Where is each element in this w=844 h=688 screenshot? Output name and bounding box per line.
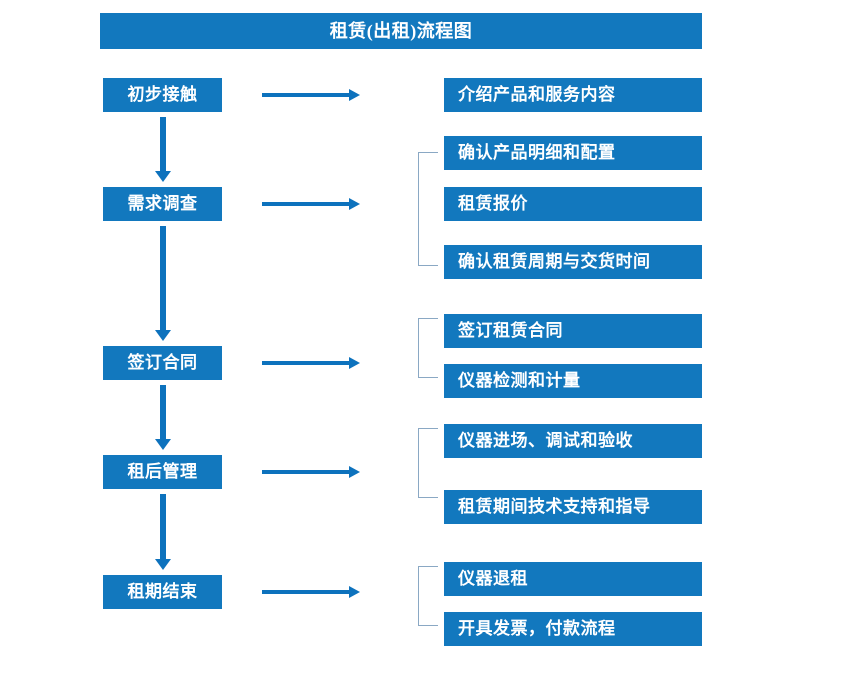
- stage-box-5[interactable]: 租期结束: [103, 575, 222, 609]
- chart-title: 租赁(出租)流程图: [100, 13, 702, 49]
- right-arrow-icon-5: [262, 586, 360, 598]
- stage-box-3[interactable]: 签订合同: [103, 346, 222, 380]
- detail-box-5[interactable]: 签订租赁合同: [444, 314, 702, 348]
- right-arrow-icon-2: [262, 198, 360, 210]
- group-bracket-3: [418, 318, 438, 378]
- down-arrow-icon-2: [155, 226, 171, 341]
- stage-box-2[interactable]: 需求调查: [103, 187, 222, 221]
- right-arrow-icon-1: [262, 89, 360, 101]
- down-arrow-icon-3: [155, 385, 171, 450]
- down-arrow-icon-4: [155, 494, 171, 570]
- stage-box-1[interactable]: 初步接触: [103, 78, 222, 112]
- detail-box-6[interactable]: 仪器检测和计量: [444, 364, 702, 398]
- right-arrow-icon-4: [262, 466, 360, 478]
- stage-box-4[interactable]: 租后管理: [103, 455, 222, 489]
- detail-box-3[interactable]: 租赁报价: [444, 187, 702, 221]
- detail-box-7[interactable]: 仪器进场、调试和验收: [444, 424, 702, 458]
- detail-box-9[interactable]: 仪器退租: [444, 562, 702, 596]
- detail-box-10[interactable]: 开具发票，付款流程: [444, 612, 702, 646]
- group-bracket-5: [418, 566, 438, 626]
- detail-box-8[interactable]: 租赁期间技术支持和指导: [444, 490, 702, 524]
- group-bracket-2: [418, 152, 438, 266]
- down-arrow-icon-1: [155, 117, 171, 182]
- detail-box-1[interactable]: 介绍产品和服务内容: [444, 78, 702, 112]
- right-arrow-icon-3: [262, 357, 360, 369]
- detail-box-4[interactable]: 确认租赁周期与交货时间: [444, 245, 702, 279]
- detail-box-2[interactable]: 确认产品明细和配置: [444, 136, 702, 170]
- group-bracket-4: [418, 428, 438, 498]
